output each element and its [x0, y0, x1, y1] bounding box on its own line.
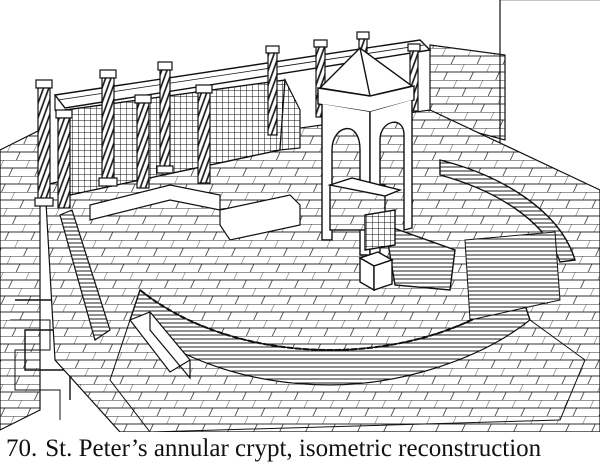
isometric-crypt-drawing — [0, 0, 600, 432]
parapet-walls — [59, 184, 301, 341]
column-6 — [195, 84, 213, 184]
column-1 — [34, 79, 54, 207]
figure-number: 70. — [6, 435, 38, 462]
column-3 — [98, 69, 118, 187]
background-wall — [429, 0, 600, 160]
figure-caption-text: St. Peter’s annular crypt, isometric rec… — [45, 435, 542, 462]
column-8 — [313, 39, 328, 118]
altar-niche — [364, 209, 396, 251]
entablature-beam — [53, 39, 432, 123]
figure-caption: 70. St. Peter’s annular crypt, isometric … — [6, 432, 596, 466]
altar-block — [358, 251, 394, 292]
column-2 — [55, 109, 73, 209]
column-5 — [156, 61, 174, 174]
corridor-floor — [109, 319, 586, 432]
ciborium — [317, 47, 415, 292]
column-4 — [134, 94, 152, 189]
column-7 — [265, 45, 280, 136]
stair-block — [129, 311, 191, 380]
column-10 — [407, 43, 421, 112]
